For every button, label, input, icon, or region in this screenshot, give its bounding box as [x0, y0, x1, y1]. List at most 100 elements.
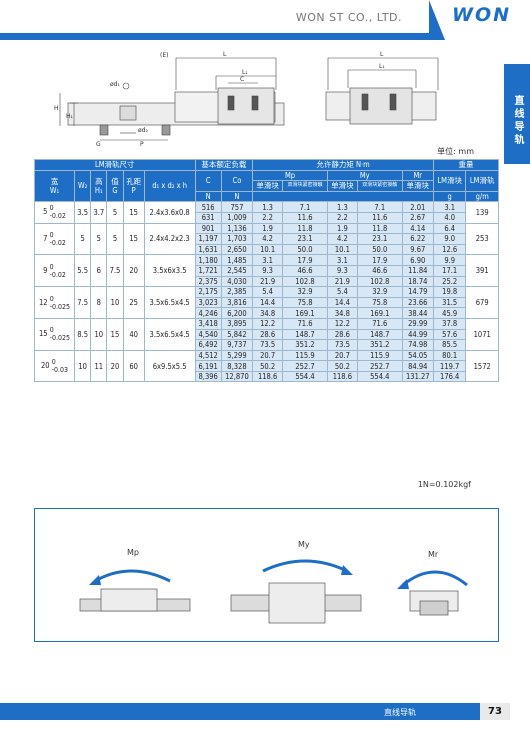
- cell-lm-rail-weight: 679: [465, 286, 499, 319]
- cell-mp-single: 3.1: [252, 254, 284, 266]
- mr-label: Mr: [428, 550, 439, 559]
- cell-w1: 15 0-0.025: [33, 317, 76, 351]
- cell-g: 5: [106, 201, 124, 224]
- dim-label-h: H: [54, 105, 59, 112]
- cell-mp-double: 46.6: [282, 264, 328, 277]
- cell-mr-single: 131.27: [401, 370, 434, 383]
- cell-w2: 8.5: [74, 317, 92, 351]
- cell-co: 5,299: [220, 349, 254, 362]
- cell-mr-single: 14.79: [401, 286, 434, 298]
- cell-co: 8,328: [220, 360, 254, 372]
- cell-w1-tol-up: 0: [51, 358, 56, 367]
- cell-my-double: 554.4: [356, 370, 403, 383]
- cell-mp-double: 17.9: [282, 254, 328, 266]
- cell-my-single: 4.2: [326, 233, 358, 245]
- cell-mp-single: 1.9: [252, 222, 284, 235]
- rail-dimension-drawing: (E) L L₁ C ød₁ ød₂ H H₁ G P L L₁: [54, 51, 439, 148]
- cell-co: 5,842: [220, 328, 254, 341]
- cell-mp-double: 11.8: [282, 222, 328, 235]
- cell-my-double: 115.9: [356, 349, 403, 362]
- cell-lm-block-weight: 57.6: [432, 328, 467, 341]
- header-lm-rail: LM滑轨: [465, 169, 499, 192]
- header-bar-slant: [429, 0, 445, 40]
- cell-co: 6,200: [220, 307, 254, 319]
- cell-c: 2,175: [194, 286, 222, 298]
- cell-w1-value: 7: [43, 233, 48, 243]
- cell-lm-block-weight: 45.9: [432, 307, 467, 319]
- cell-mp-single: 14.4: [252, 296, 284, 309]
- cell-co: 1,136: [220, 222, 254, 235]
- cell-w2: 3.5: [74, 201, 92, 224]
- cell-my-double: 46.6: [356, 264, 403, 277]
- cell-lm-rail-weight: 391: [465, 254, 499, 288]
- cell-w1-tol-up: 0: [49, 230, 54, 239]
- cell-c: 516: [194, 201, 222, 213]
- cell-w1-tol-up: 0: [49, 294, 54, 303]
- cell-mp-double: 23.1: [282, 233, 328, 245]
- cell-lm-block-weight: 6.4: [432, 222, 467, 235]
- cell-my-single: 1.3: [326, 201, 358, 213]
- cell-my-single: 118.6: [326, 370, 358, 383]
- cell-c: 6,191: [194, 360, 222, 372]
- dim-label-d2: ød₂: [138, 127, 148, 134]
- mp-label: Mp: [127, 548, 139, 557]
- cell-c: 6,492: [194, 339, 222, 351]
- cell-w1-tol-up: 0: [49, 204, 54, 213]
- footer-bar: [0, 703, 480, 720]
- cell-my-single: 3.1: [326, 254, 358, 266]
- cell-mp-double: 102.8: [282, 275, 328, 288]
- header-mp: Mp: [252, 169, 328, 182]
- mr-arrow: [402, 570, 468, 587]
- dim-label-g: G: [96, 141, 101, 148]
- cell-mp-double: 71.6: [282, 317, 328, 330]
- cell-mp-double: 7.1: [282, 201, 328, 213]
- cell-g: 15: [106, 317, 124, 351]
- cell-lm-block-weight: 12.6: [432, 243, 467, 256]
- cell-lm-rail-weight: 1071: [465, 317, 499, 351]
- cell-lm-block-weight: 119.7: [432, 360, 467, 372]
- cell-my-single: 12.2: [326, 317, 358, 330]
- cell-c: 631: [194, 211, 222, 224]
- cell-lm-block-weight: 25.2: [432, 275, 467, 288]
- cell-w2: 5.5: [74, 254, 92, 288]
- cell-w1-tol-low: -0.02: [49, 270, 66, 279]
- cell-dxh: 2.4x4.2x2.3: [143, 222, 196, 256]
- cell-w2: 7.5: [74, 286, 92, 319]
- cell-lm-block-weight: 80.1: [432, 349, 467, 362]
- cell-co: 9,737: [220, 339, 254, 351]
- cell-lm-block-weight: 4.0: [432, 211, 467, 224]
- cell-my-double: 11.6: [356, 211, 403, 224]
- cell-mr-single: 4.14: [401, 222, 434, 235]
- cell-mp-double: 148.7: [282, 328, 328, 341]
- cell-my-single: 1.9: [326, 222, 358, 235]
- header-my-double: 双滑块紧密接触: [356, 180, 403, 192]
- moment-diagram: Mp My Mr: [34, 508, 499, 642]
- dim-label-p: P: [140, 141, 144, 148]
- dim-label-l1: L₁: [242, 69, 248, 76]
- cell-lm-rail-weight: 1572: [465, 349, 499, 383]
- cell-mp-double: 11.6: [282, 211, 328, 224]
- cell-mp-double: 554.4: [282, 370, 328, 383]
- cell-mr-single: 2.01: [401, 201, 434, 213]
- cell-c: 1,721: [194, 264, 222, 277]
- cell-w1: 7 0-0.02: [33, 222, 76, 256]
- dim-label-d1: ød₁: [110, 81, 120, 88]
- cell-mr-single: 9.67: [401, 243, 434, 256]
- cell-dxh: 3.5x6x3.5: [143, 254, 196, 288]
- cell-co: 4,030: [220, 275, 254, 288]
- cell-g: 20: [106, 349, 124, 383]
- cell-mp-single: 4.2: [252, 233, 284, 245]
- header-co-unit: N: [220, 190, 254, 203]
- cell-mr-single: 6.90: [401, 254, 434, 266]
